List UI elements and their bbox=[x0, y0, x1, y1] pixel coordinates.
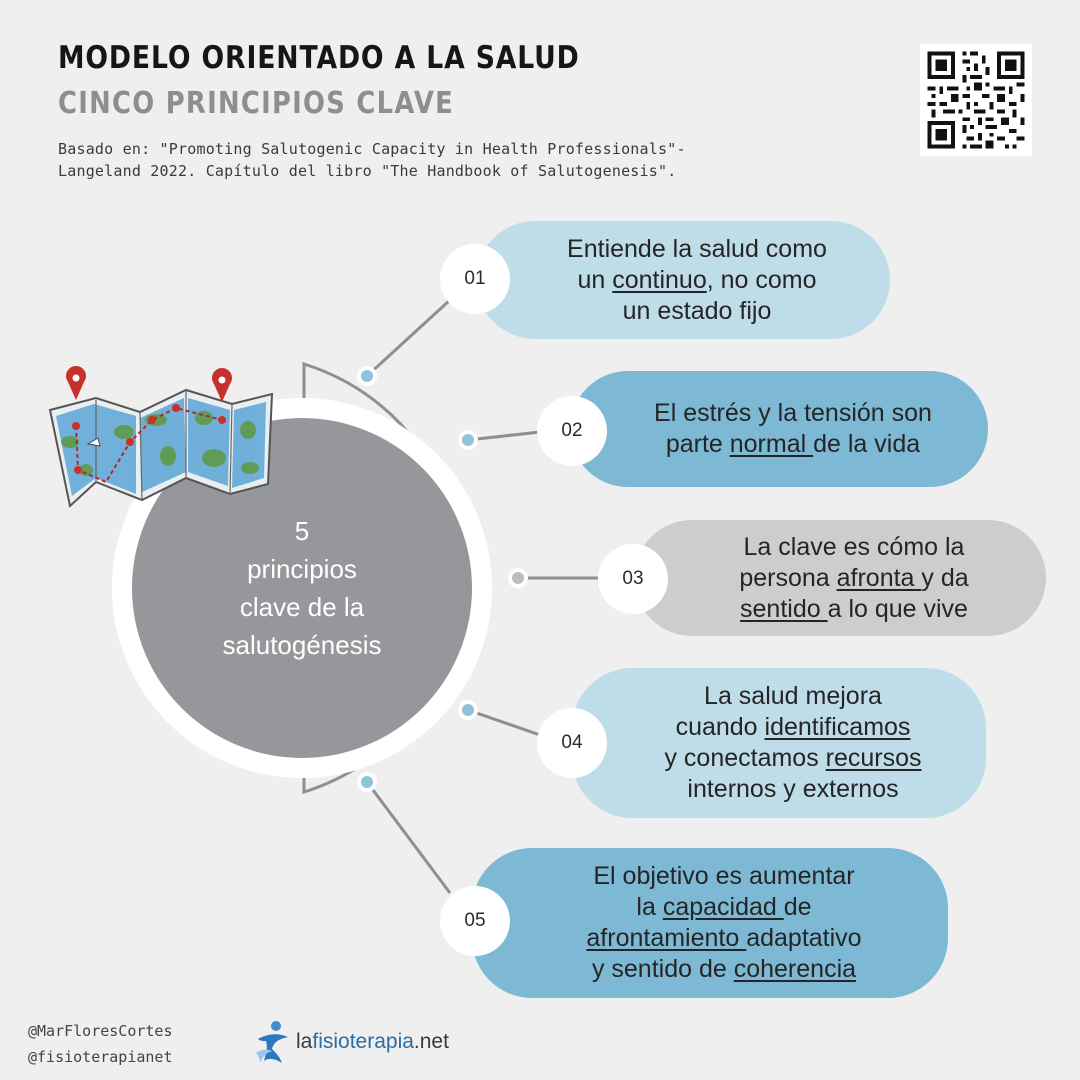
center-line-1: 5 bbox=[294, 516, 310, 546]
principle-04-line: internos y externos bbox=[687, 775, 899, 803]
principle-03-line: persona afronta y da bbox=[739, 563, 969, 592]
source-line-1: Basado en: "Promoting Salutogenic Capaci… bbox=[58, 140, 686, 158]
keyword-continuo: continuo bbox=[612, 265, 707, 294]
principle-02-text: El estrés y la tensión son parte normal … bbox=[614, 398, 944, 460]
principle-04-number: 04 bbox=[537, 708, 607, 778]
treasure-map-icon bbox=[48, 366, 274, 508]
principle-01-line: un continuo, no como bbox=[577, 265, 817, 294]
keyword-capacidad: capacidad bbox=[662, 893, 784, 921]
principle-05-line: El objetivo es aumentar bbox=[593, 862, 855, 890]
center-line-3: clave de la bbox=[239, 592, 365, 622]
keyword-afronta: afronta bbox=[836, 563, 922, 592]
principle-02: El estrés y la tensión son parte normal … bbox=[570, 371, 988, 487]
person-figure-logo-icon bbox=[256, 1021, 288, 1063]
principle-03-line: sentido a lo que vive bbox=[740, 594, 968, 623]
principle-04: La salud mejora cuando identificamos y c… bbox=[572, 668, 986, 818]
principle-03: La clave es cómo la persona afronta y da… bbox=[634, 520, 1046, 636]
keyword-normal: normal bbox=[729, 430, 814, 458]
principle-03-number: 03 bbox=[598, 544, 668, 614]
principle-01-line: Entiende la salud como bbox=[567, 234, 827, 263]
principle-03-text: La clave es cómo la persona afronta y da… bbox=[699, 532, 980, 625]
center-line-2: principios bbox=[247, 554, 357, 584]
principle-05-number: 05 bbox=[440, 886, 510, 956]
social-handles: @MarFloresCortes @fisioterapianet bbox=[28, 1018, 173, 1070]
principle-03-line: La clave es cómo la bbox=[743, 532, 965, 561]
principle-05: El objetivo es aumentar la capacidad de … bbox=[472, 848, 948, 998]
principle-02-line: parte normal de la vida bbox=[665, 430, 921, 458]
principle-04-text: La salud mejora cuando identificamos y c… bbox=[624, 681, 933, 805]
principle-01-number: 01 bbox=[440, 244, 510, 314]
source-citation: Basado en: "Promoting Salutogenic Capaci… bbox=[58, 138, 798, 182]
principle-05-line: y sentido de coherencia bbox=[591, 955, 857, 983]
principle-04-line: cuando identificamos bbox=[675, 713, 911, 741]
principle-05-line: la capacidad de bbox=[636, 893, 812, 921]
keyword-afrontamiento: afrontamiento bbox=[586, 924, 747, 952]
connector-dots bbox=[357, 366, 528, 792]
source-line-2: Langeland 2022. Capítulo del libro "The … bbox=[58, 162, 677, 180]
keyword-identificamos: identificamos bbox=[764, 713, 911, 741]
principle-04-line: y conectamos recursos bbox=[664, 744, 922, 772]
principle-01: Entiende la salud como un continuo, no c… bbox=[476, 221, 890, 339]
handle-1[interactable]: @MarFloresCortes bbox=[28, 1022, 173, 1040]
keyword-recursos: recursos bbox=[825, 744, 922, 772]
keyword-coherencia: coherencia bbox=[733, 955, 857, 983]
qr-code-icon[interactable] bbox=[920, 44, 1032, 156]
center-circle: 5 principios clave de la salutogénesis bbox=[132, 418, 472, 758]
principle-05-line: afrontamiento adaptativo bbox=[586, 924, 862, 952]
principle-04-line: La salud mejora bbox=[704, 682, 882, 710]
keyword-sentido: sentido bbox=[740, 594, 828, 623]
principle-02-line: El estrés y la tensión son bbox=[654, 399, 932, 427]
page-title: MODELO ORIENTADO A LA SALUD bbox=[58, 40, 580, 76]
principle-02-number: 02 bbox=[537, 396, 607, 466]
principle-01-line: un estado fijo bbox=[622, 296, 772, 325]
brand-logo-text: lafisioterapia.net bbox=[296, 1030, 449, 1053]
page-subtitle: CINCO PRINCIPIOS CLAVE bbox=[58, 86, 455, 121]
center-line-4: salutogénesis bbox=[222, 630, 382, 660]
brand-logo[interactable]: lafisioterapia.net bbox=[254, 1018, 449, 1066]
handle-2[interactable]: @fisioterapianet bbox=[28, 1048, 173, 1066]
principle-01-text: Entiende la salud como un continuo, no c… bbox=[527, 234, 839, 327]
principle-05-text: El objetivo es aumentar la capacidad de … bbox=[546, 861, 873, 985]
